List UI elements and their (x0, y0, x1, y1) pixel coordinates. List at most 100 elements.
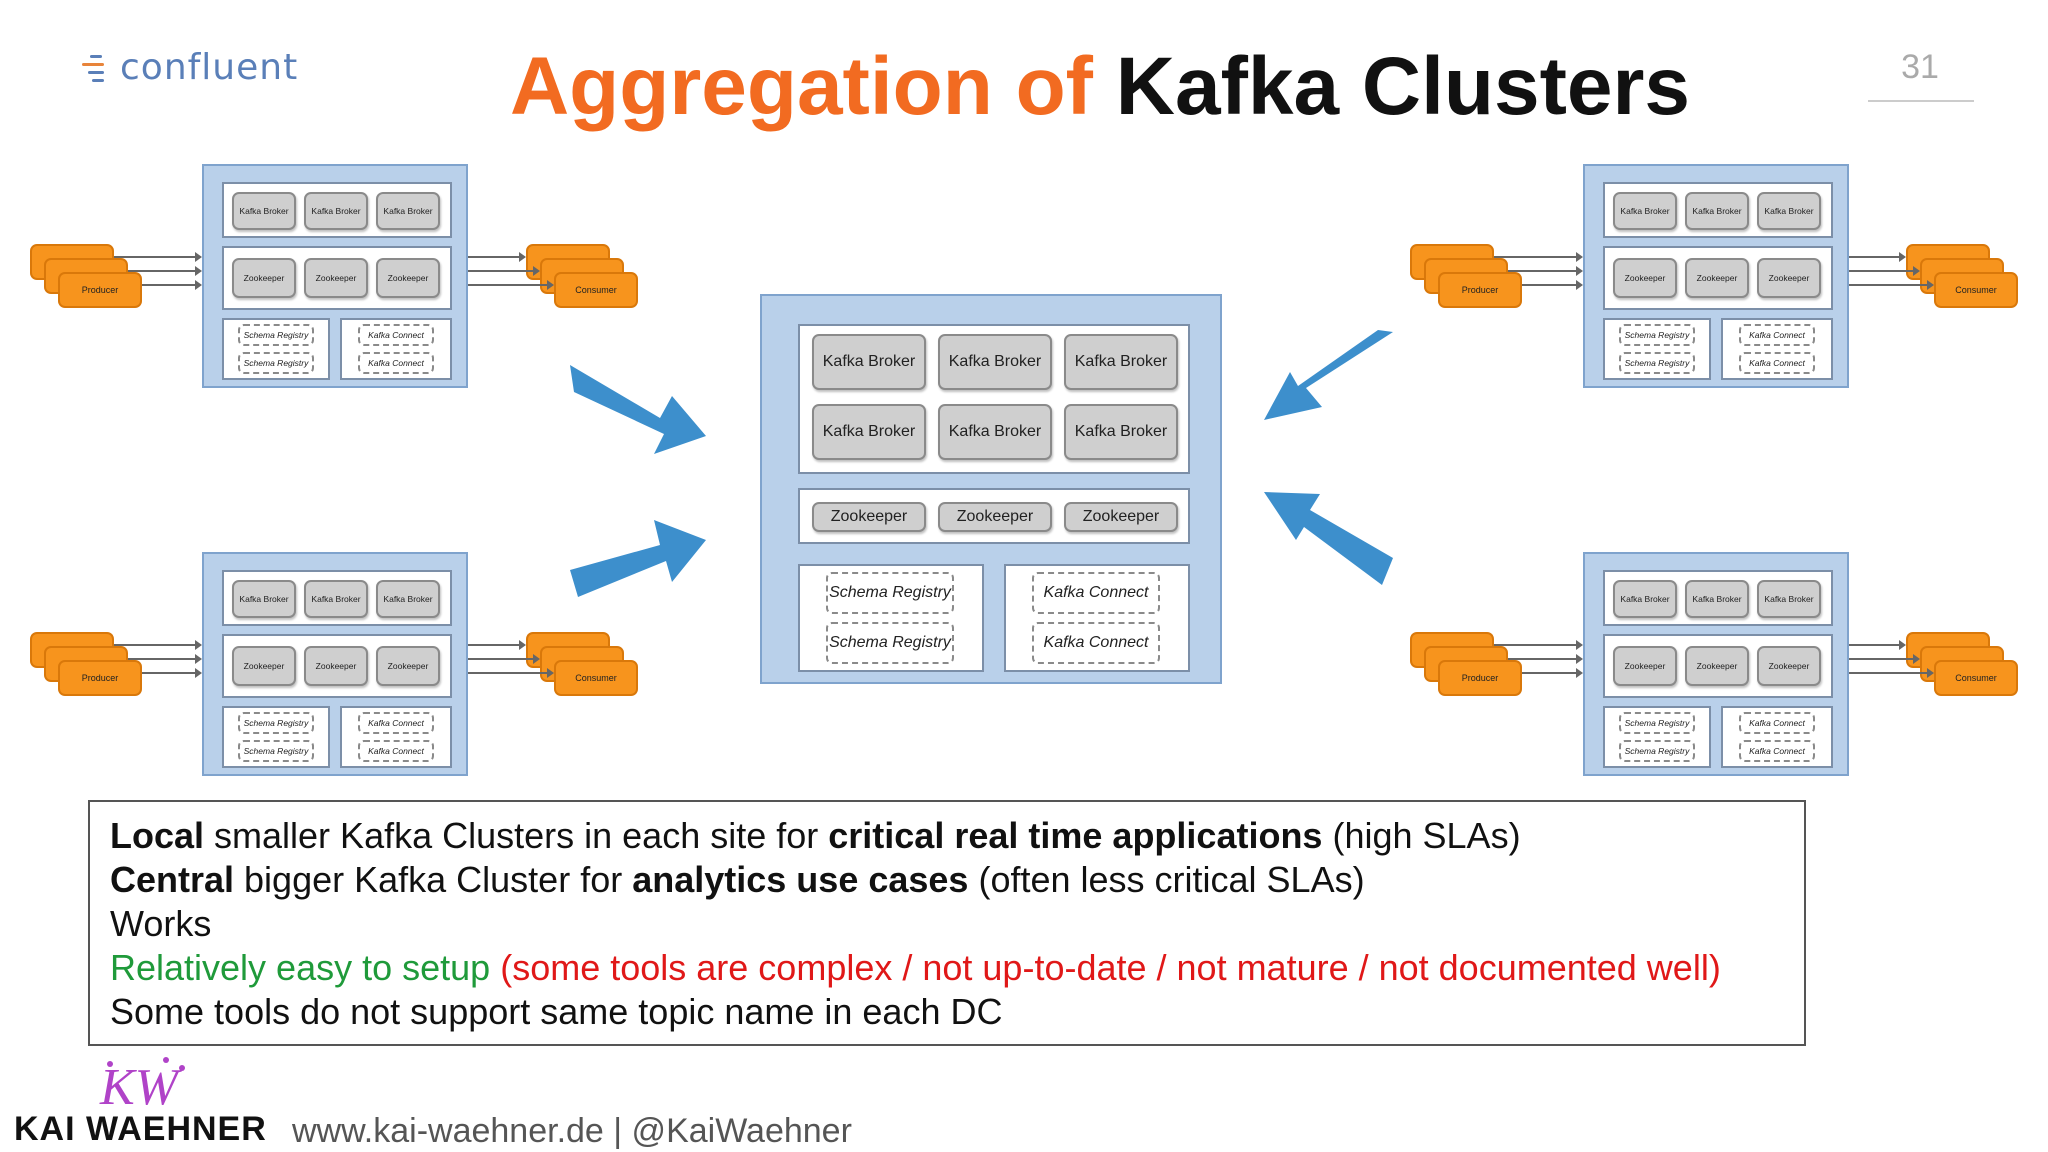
consumer-card: Consumer (1934, 272, 2018, 308)
schema-registry-node: Schema Registry (826, 622, 954, 664)
arrow-top-left (570, 365, 706, 454)
cluster-to-consumer-arrow (1849, 668, 1934, 678)
kafka-broker-node: Kafka Broker (376, 580, 440, 618)
cluster-to-consumer-arrow (1849, 640, 1906, 650)
zookeeper-node: Zookeeper (304, 646, 368, 686)
zookeeper-node: Zookeeper (938, 502, 1052, 532)
kafka-broker-node: Kafka Broker (938, 334, 1052, 390)
kafka-broker-node: Kafka Broker (1064, 334, 1178, 390)
schema-registry-node: Schema Registry (238, 712, 314, 734)
cluster-to-consumer-arrow (468, 266, 540, 276)
kafka-broker-node: Kafka Broker (376, 192, 440, 230)
schema-registry-node: Schema Registry (238, 740, 314, 762)
slide-title: Aggregation of Kafka Clusters (400, 40, 1800, 134)
schema-registry-node: Schema Registry (826, 572, 954, 614)
kafka-broker-node: Kafka Broker (812, 404, 926, 460)
kw-letters: KW (99, 1059, 183, 1114)
zookeeper-node: Zookeeper (232, 646, 296, 686)
schema-registry-node: Schema Registry (1619, 324, 1695, 346)
arrow-bottom-left (570, 520, 706, 597)
title-part2: Kafka Clusters (1115, 41, 1691, 132)
producer-to-cluster-arrow (1508, 654, 1583, 664)
author-name: KAI WAEHNER (14, 1110, 267, 1148)
summary-line-setup: Relatively easy to setup (some tools are… (110, 947, 1721, 988)
zookeeper-node: Zookeeper (376, 646, 440, 686)
kafka-broker-node: Kafka Broker (1064, 404, 1178, 460)
producer-to-cluster-arrow (114, 640, 202, 650)
kafka-broker-node: Kafka Broker (1685, 192, 1749, 230)
arrow-bottom-right (1264, 492, 1393, 585)
central-schema-registry-panel: Schema Registry Schema Registry (798, 564, 984, 672)
cluster-to-consumer-arrow (468, 654, 540, 664)
cluster-to-consumer-arrow (1849, 266, 1920, 276)
page-number: 31 (1901, 48, 1939, 86)
kafka-connect-node: Kafka Connect (1739, 352, 1815, 374)
kafka-connect-node: Kafka Connect (1032, 622, 1160, 664)
kafka-broker-node: Kafka Broker (304, 192, 368, 230)
confluent-mark-icon (80, 49, 116, 85)
kafka-broker-node: Kafka Broker (1685, 580, 1749, 618)
zookeeper-node: Zookeeper (304, 258, 368, 298)
producer-to-cluster-arrow (1494, 640, 1583, 650)
central-zookeeper-panel: Zookeeper Zookeeper Zookeeper (798, 488, 1190, 544)
kai-waehner-logo-icon: KW (99, 1057, 185, 1114)
schema-registry-node: Schema Registry (1619, 712, 1695, 734)
zookeeper-node: Zookeeper (1064, 502, 1178, 532)
producer-to-cluster-arrow (1508, 266, 1583, 276)
kafka-connect-node: Kafka Connect (1032, 572, 1160, 614)
central-kafka-cluster: Kafka Broker Kafka Broker Kafka Broker K… (760, 294, 1222, 684)
producer-to-cluster-arrow (128, 266, 202, 276)
schema-registry-node: Schema Registry (238, 324, 314, 346)
zookeeper-node: Zookeeper (1757, 646, 1821, 686)
zookeeper-node: Zookeeper (812, 502, 926, 532)
confluent-logo: confluent (80, 42, 310, 92)
zookeeper-node: Zookeeper (1685, 258, 1749, 298)
cluster-to-consumer-arrow (1849, 280, 1934, 290)
arrow-top-right (1264, 330, 1393, 420)
kafka-connect-node: Kafka Connect (358, 740, 434, 762)
producer-to-cluster-arrow (1494, 252, 1583, 262)
cluster-to-consumer-arrow (1849, 252, 1906, 262)
producer-to-cluster-arrow (114, 252, 202, 262)
kafka-broker-node: Kafka Broker (938, 404, 1052, 460)
summary-line-central: Central bigger Kafka Cluster for analyti… (110, 859, 1365, 900)
kafka-connect-node: Kafka Connect (358, 712, 434, 734)
zookeeper-node: Zookeeper (376, 258, 440, 298)
author-url[interactable]: www.kai-waehner.de | @KaiWaehner (292, 1112, 852, 1150)
kafka-broker-node: Kafka Broker (232, 192, 296, 230)
consumer-card: Consumer (554, 660, 638, 696)
summary-text-box: Local smaller Kafka Clusters in each sit… (88, 800, 1806, 1046)
schema-registry-node: Schema Registry (1619, 740, 1695, 762)
kafka-broker-node: Kafka Broker (304, 580, 368, 618)
producer-card: Producer (58, 272, 142, 308)
producer-card: Producer (58, 660, 142, 696)
producer-to-cluster-arrow (1522, 280, 1583, 290)
schema-registry-node: Schema Registry (1619, 352, 1695, 374)
cluster-to-consumer-arrow (468, 280, 554, 290)
kafka-broker-node: Kafka Broker (1613, 192, 1677, 230)
summary-line-topic-name: Some tools do not support same topic nam… (110, 991, 1003, 1032)
kafka-broker-node: Kafka Broker (812, 334, 926, 390)
cluster-to-consumer-arrow (468, 252, 526, 262)
zookeeper-node: Zookeeper (232, 258, 296, 298)
kafka-broker-node: Kafka Broker (1613, 580, 1677, 618)
cluster-to-consumer-arrow (468, 668, 554, 678)
consumer-card: Consumer (1934, 660, 2018, 696)
producer-card: Producer (1438, 660, 1522, 696)
zookeeper-node: Zookeeper (1757, 258, 1821, 298)
